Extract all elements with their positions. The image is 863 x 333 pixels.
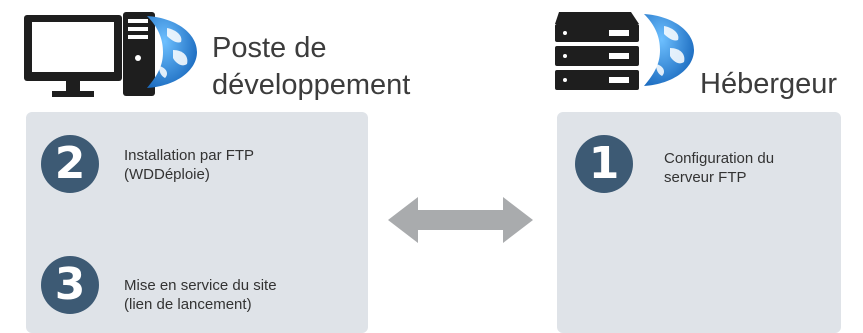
step-badge-3: 3	[41, 256, 99, 314]
step-badge-1: 1	[575, 135, 633, 193]
step-2-text: Installation par FTP (WDDéploie)	[124, 147, 255, 183]
step-badge-2: 2	[41, 135, 99, 193]
globe-icon	[644, 14, 694, 86]
step-1-text: Configuration du serveur FTP	[664, 150, 775, 186]
server-icon	[555, 12, 639, 90]
globe-icon	[147, 16, 197, 88]
computer-icon	[24, 15, 122, 97]
dev-workstation-title: Poste de développement	[212, 32, 411, 101]
step-3-text: Mise en service du site (lien de lanceme…	[124, 277, 277, 313]
tower-icon	[123, 12, 155, 96]
host-title: Hébergeur	[700, 68, 838, 100]
double-arrow-icon	[388, 197, 533, 243]
